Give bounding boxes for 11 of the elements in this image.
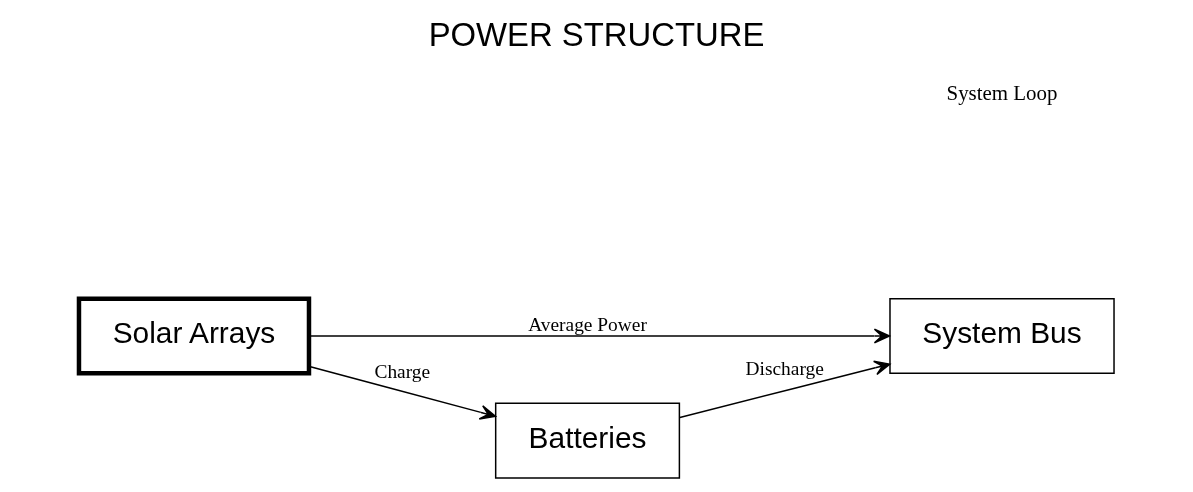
- diagram-title: POWER STRUCTURE: [428, 16, 765, 54]
- edge-label: Discharge: [745, 358, 824, 380]
- node-box: System Bus: [889, 297, 1115, 375]
- arrow: [308, 328, 891, 344]
- edge-label: Average Power: [528, 313, 647, 335]
- arrow: [679, 360, 891, 419]
- edge-label: Charge: [374, 361, 431, 383]
- arrow: [308, 365, 497, 420]
- node-box: Batteries: [494, 402, 681, 479]
- label: System Loop: [946, 80, 1058, 105]
- node-box: Solar Arrays: [76, 296, 312, 376]
